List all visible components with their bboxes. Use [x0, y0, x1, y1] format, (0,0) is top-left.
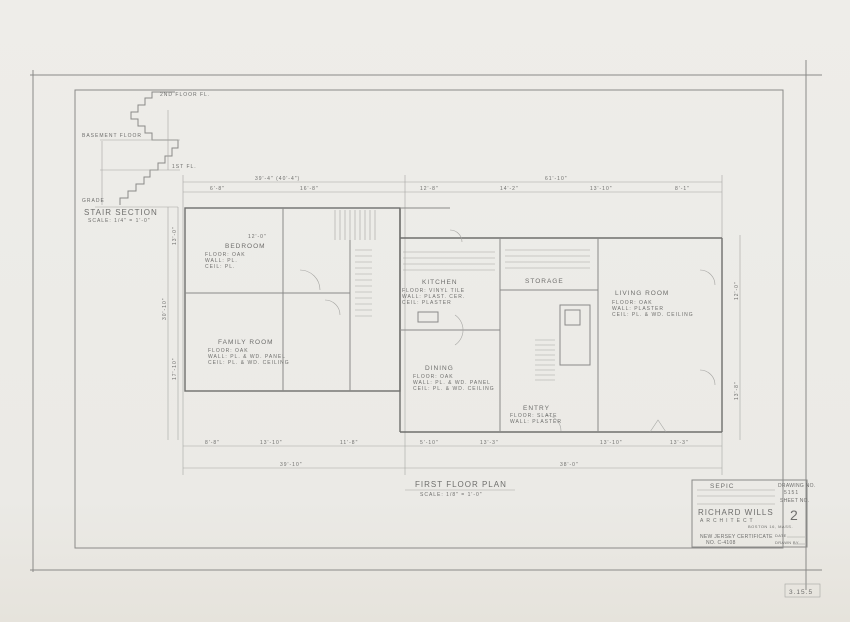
- stair-label: BASEMENT FLOOR: [82, 133, 142, 139]
- catalog-stamp-box: [784, 583, 821, 598]
- room-note: FLOOR: VINYL TILE: [402, 288, 465, 294]
- date-label: DATE: [775, 533, 787, 538]
- certificate-label: NEW JERSEY CERTIFICATE: [700, 534, 773, 540]
- dimension-label: 17'-10": [172, 357, 178, 380]
- dimension-label: 13'-10": [600, 440, 623, 446]
- dimension-label: 13'-3": [480, 440, 499, 446]
- room-note: WALL: PLASTER: [612, 306, 664, 312]
- stair-section-scale: SCALE: 1/4" = 1'-0": [88, 218, 151, 224]
- stair-label: 1ST FL.: [172, 164, 197, 170]
- title-block: SEPIC DRAWING NO. 5151 SHEET NO. 2 RICHA…: [691, 479, 816, 548]
- room-name-bedroom: BEDROOM: [225, 243, 266, 250]
- job-name: SEPIC: [710, 483, 735, 490]
- room-note: WALL: PL. & WD. PANEL: [208, 354, 286, 360]
- dimension-label: 13'-3": [670, 440, 689, 446]
- sheet-no-label: SHEET NO.: [780, 498, 810, 504]
- room-name-entry: ENTRY: [523, 405, 550, 412]
- dimension-label: 8'-1": [675, 186, 690, 192]
- catalog-stamp: 3.15.5: [789, 589, 813, 596]
- dimension-label: 30'-10": [162, 297, 168, 320]
- room-name-living-room: LIVING ROOM: [615, 290, 669, 297]
- dimension-label: 13'-10": [590, 186, 613, 192]
- architect-name: RICHARD WILLS: [698, 508, 774, 517]
- drawing-no-label: DRAWING NO.: [778, 483, 816, 489]
- drawing-title: FIRST FLOOR PLAN: [415, 480, 507, 489]
- dimension-label: 16'-8": [300, 186, 319, 192]
- dimension-label: 6'-8": [210, 186, 225, 192]
- dimension-label: 11'-8": [340, 440, 358, 446]
- dimension-label: 61'-10": [545, 176, 568, 182]
- plan-stairs: [334, 210, 590, 381]
- sheet-border: [30, 60, 822, 590]
- room-size: 12'-0": [248, 234, 267, 240]
- room-labels: 12'-0" BEDROOM FLOOR: OAK WALL: PL. CEIL…: [205, 234, 694, 425]
- room-note: FLOOR: OAK: [413, 374, 454, 380]
- room-note: FLOOR: OAK: [208, 348, 249, 354]
- dimension-lines: 39'-4" (40'-4") 61'-10" 6'-8" 16'-8" 12'…: [162, 175, 741, 475]
- room-note: WALL: PL.: [205, 258, 238, 264]
- dimension-label: 12'-0": [734, 281, 740, 300]
- dimension-label: 12'-8": [420, 186, 439, 192]
- dimension-label: 14'-2": [500, 186, 519, 192]
- room-note: FLOOR: OAK: [205, 252, 246, 258]
- dimension-label: 13'-10": [260, 440, 283, 446]
- stair-section: 2ND FLOOR FL. 1ST FL. BASEMENT FLOOR GRA…: [82, 91, 210, 224]
- door-swings: [299, 229, 716, 433]
- room-note: CEIL: PL. & WD. CEILING: [208, 360, 290, 366]
- room-name-dining: DINING: [425, 365, 454, 372]
- room-note: FLOOR: SLATE: [510, 413, 557, 419]
- room-note: FLOOR: OAK: [612, 300, 653, 306]
- dimension-label: 5'-10": [420, 440, 439, 446]
- dimension-label: 8'-8": [205, 440, 220, 446]
- stair-label: 2ND FLOOR FL.: [160, 92, 210, 98]
- certificate-number: NO. C-4108: [706, 540, 736, 546]
- walls: [184, 207, 723, 433]
- room-note: CEIL: PL. & WD. CEILING: [612, 312, 694, 318]
- room-name-kitchen: KITCHEN: [422, 279, 458, 286]
- drawing-scale: SCALE: 1/8" = 1'-0": [420, 492, 483, 498]
- architect-profession: ARCHITECT: [700, 518, 756, 524]
- dimension-label: 13'-8": [734, 381, 740, 400]
- room-name-family-room: FAMILY ROOM: [218, 339, 274, 346]
- room-note: WALL: PL. & WD. PANEL: [413, 380, 491, 386]
- dimension-label: 38'-0": [560, 462, 579, 468]
- sheet-no: 2: [790, 507, 799, 523]
- room-note: WALL: PLASTER: [510, 419, 562, 425]
- stair-label: GRADE: [82, 198, 105, 204]
- room-note: CEIL: PLASTER: [402, 300, 452, 306]
- drawing-no: 5151: [784, 490, 799, 496]
- stair-section-title: STAIR SECTION: [84, 208, 158, 217]
- room-note: CEIL: PL. & WD. CEILING: [413, 386, 495, 392]
- dimension-label: 39'-10": [280, 462, 303, 468]
- room-note: CEIL: PL.: [205, 264, 235, 270]
- drawn-by-label: DRAWN BY: [775, 540, 799, 545]
- architect-city: BOSTON 16, MASS.: [748, 524, 793, 529]
- room-name-storage: STORAGE: [525, 278, 564, 285]
- dimension-label: 13'-0": [172, 226, 178, 245]
- dimension-label: 39'-4" (40'-4"): [255, 176, 300, 182]
- room-note: WALL: PLAST. CER.: [402, 294, 465, 300]
